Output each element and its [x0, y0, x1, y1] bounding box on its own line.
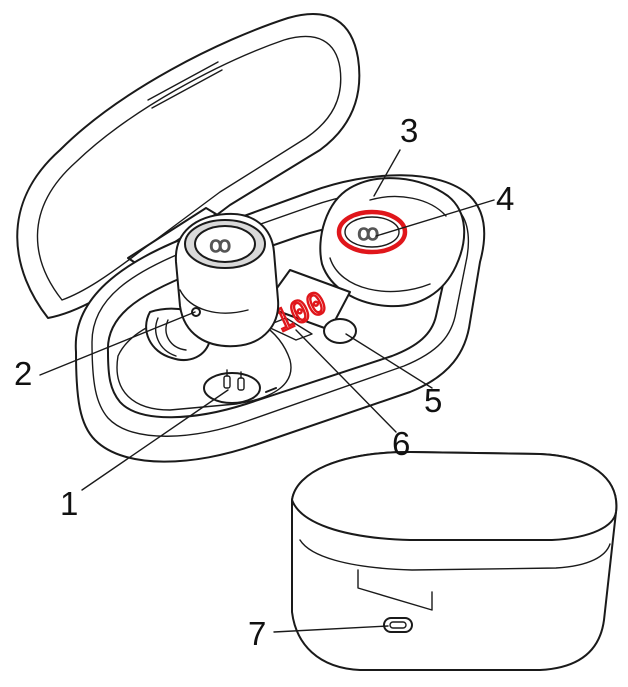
- callout-3: 3: [400, 112, 418, 149]
- callout-6: 6: [392, 425, 410, 462]
- callout-5: 5: [424, 382, 442, 419]
- brand-logo: ꝏ: [357, 220, 379, 245]
- callout-1: 1: [60, 485, 78, 522]
- callout-2: 2: [14, 355, 32, 392]
- brand-logo-left: ꝏ: [209, 232, 231, 257]
- usb-port: [384, 618, 412, 632]
- display-button: [324, 319, 356, 343]
- callout-4: 4: [496, 180, 514, 217]
- callout-7: 7: [248, 615, 266, 652]
- charging-pins: [204, 373, 260, 403]
- closed-case: [292, 452, 616, 670]
- right-earbud: ꝏ: [320, 178, 464, 306]
